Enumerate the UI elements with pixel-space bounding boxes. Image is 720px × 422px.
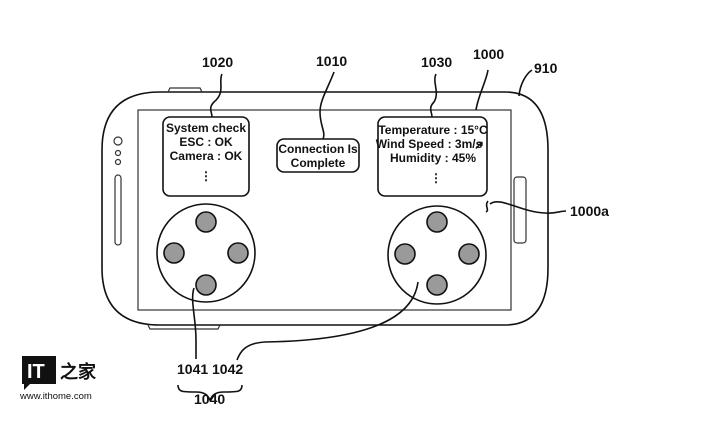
- label-1041: 1041: [177, 361, 208, 377]
- right-pad-up-button[interactable]: [426, 211, 448, 233]
- leader-lines: [177, 69, 567, 402]
- label-1000a: 1000a: [570, 203, 609, 219]
- screen: [137, 109, 512, 311]
- connection-line-1: Connection Is: [278, 142, 358, 156]
- temperature-line: Temperature : 15°C: [378, 123, 488, 137]
- device-top-button: [167, 87, 203, 93]
- right-control-pad[interactable]: [387, 205, 487, 305]
- system-check-line: System check: [166, 121, 246, 135]
- wind-direction-icon: ↗: [474, 138, 484, 152]
- left-control-pad[interactable]: [156, 203, 256, 303]
- label-1010: 1010: [316, 53, 347, 69]
- wind-speed-line: Wind Speed : 3m/s: [376, 137, 483, 151]
- label-910: 910: [534, 60, 558, 76]
- connection-panel: [276, 138, 360, 173]
- right-pad-right-button[interactable]: [458, 243, 480, 265]
- device-bottom-button: [147, 324, 221, 330]
- home-button: [513, 176, 527, 244]
- watermark-url: www.ithome.com: [19, 391, 92, 402]
- humidity-line: Humidity : 45%: [390, 151, 476, 165]
- left-pad-right-button[interactable]: [227, 242, 249, 264]
- left-pad-down-button[interactable]: [195, 274, 217, 296]
- label-1042: 1042: [212, 361, 243, 377]
- logo-cn-text: 之家: [60, 361, 97, 383]
- right-pad-left-button[interactable]: [394, 243, 416, 265]
- label-1040: 1040: [194, 391, 225, 407]
- right-pad-down-button[interactable]: [426, 274, 448, 296]
- sensor-icon: [114, 149, 122, 157]
- esc-status-line: ESC : OK: [179, 135, 233, 149]
- more-indicator: ⋮: [200, 169, 212, 183]
- left-pad-left-button[interactable]: [163, 242, 185, 264]
- system-check-panel: [162, 116, 250, 197]
- left-pad-up-button[interactable]: [195, 211, 217, 233]
- logo-text: IT: [27, 361, 45, 383]
- label-1000: 1000: [473, 46, 504, 62]
- connection-line-2: Complete: [291, 156, 346, 170]
- camera-icon: [113, 136, 123, 146]
- ithome-watermark: IT 之家 www.ithome.com: [19, 356, 97, 402]
- camera-status-line: Camera : OK: [170, 149, 243, 163]
- label-1030: 1030: [421, 54, 452, 70]
- sensor-icon: [114, 158, 122, 166]
- speaker-slot: [114, 174, 122, 246]
- label-1020: 1020: [202, 54, 233, 70]
- logo-box: [22, 356, 56, 384]
- more-indicator: ⋮: [430, 171, 442, 185]
